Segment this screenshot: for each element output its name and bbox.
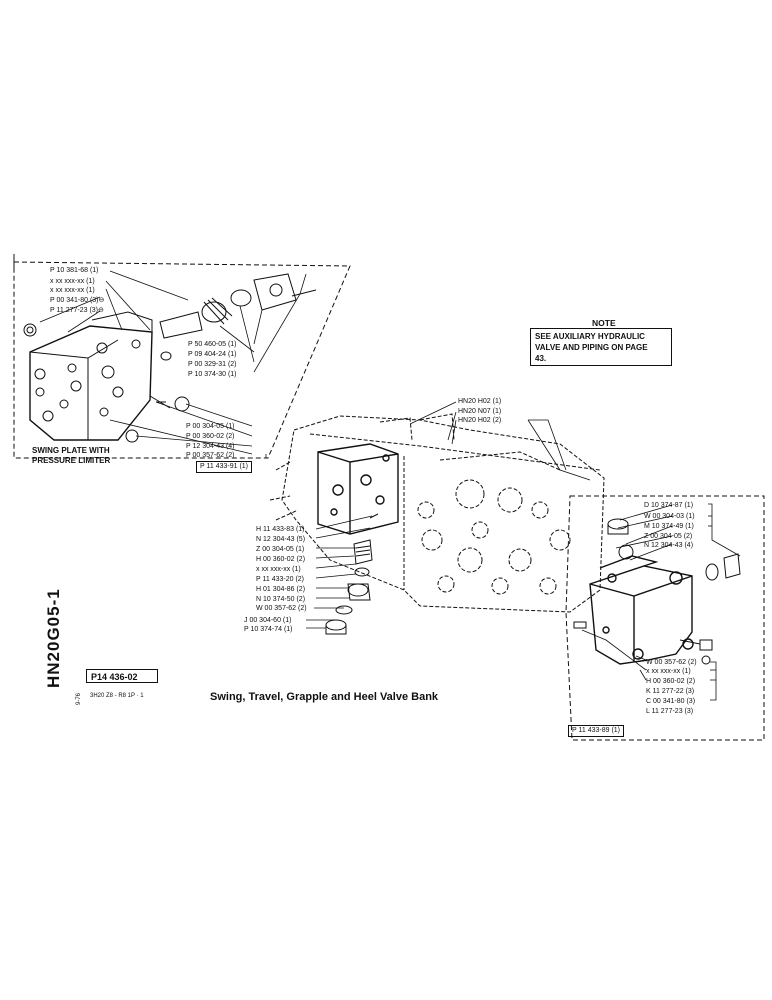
swing-plate-parts	[125, 273, 317, 443]
part-label: C 00 341-80 (3)	[646, 698, 696, 705]
part-label: Z 00 304-05 (2)	[644, 533, 693, 540]
swing-plate-block	[23, 311, 153, 441]
part-label: x xx xxx-xx (1)	[256, 566, 301, 573]
part-label: W 00 357-62 (2)	[256, 605, 307, 612]
part-label: D 10 374-87 (1)	[644, 502, 694, 509]
part-label: J 00 304-60 (1)	[244, 617, 292, 624]
part-label: P 00 357-62 (2)	[186, 452, 235, 459]
note-line: VALVE AND PIPING ON PAGE	[535, 343, 648, 352]
heel-valve-block	[589, 555, 694, 665]
right-group-frame	[565, 495, 765, 741]
part-label: x xx xxx-xx (1)	[50, 278, 95, 285]
note-line: 43.	[535, 354, 547, 363]
right-leaders	[581, 503, 741, 701]
swing-plate-caption: SWING PLATE WITH PRESSURE LIMITER	[32, 446, 110, 466]
part-label: Z 00 304-05 (1)	[256, 546, 305, 553]
left-assembly-code: P 11 433-91 (1)	[196, 461, 252, 473]
sub-reference: 3H20 Z8 - R8 1P · 1	[90, 693, 144, 699]
left-leaders	[39, 270, 307, 458]
part-label: H 11 433-83 (1)	[256, 526, 305, 533]
part-label: K 11 277-22 (3)	[646, 688, 695, 695]
part-label: P 00 329-31 (2)	[188, 361, 237, 368]
note-box: SEE AUXILIARY HYDRAULIC VALVE AND PIPING…	[530, 328, 672, 366]
part-label: P 10 374-74 (1)	[244, 626, 293, 633]
right-assembly-code: P 11 433-89 (1)	[568, 725, 624, 737]
page-code: HN20G05-1	[44, 588, 63, 688]
part-label: P 00 360-02 (2)	[186, 433, 235, 440]
part-label: L 11 277-23 (3)	[646, 708, 694, 715]
page-title: Swing, Travel, Grapple and Heel Valve Ba…	[210, 691, 439, 703]
part-label: P 50 460-05 (1)	[188, 341, 237, 348]
center-leaders	[306, 401, 591, 629]
part-label: P 09 404-24 (1)	[188, 351, 237, 358]
part-label: P 12 304-43 (4)	[186, 443, 235, 450]
valve-label: HN20 N07 (1)	[458, 408, 502, 415]
valve-bank-body	[269, 413, 605, 613]
heel-valve-parts	[573, 518, 741, 665]
part-label: N 10 374-50 (2)	[256, 596, 306, 603]
center-valve-block	[317, 443, 399, 535]
part-label: P 00 341-80 (3)⊖	[50, 297, 105, 304]
part-label: W 00 304-03 (1)	[644, 513, 695, 520]
part-label: M 10 374-49 (1)	[644, 523, 694, 530]
part-label: N 12 304-43 (5)	[256, 536, 306, 543]
part-label: x xx xxx-xx (1)	[646, 668, 691, 675]
part-label: P 11 277-23 (3)⊖	[50, 307, 104, 314]
part-label: P 10 381-68 (1)	[50, 267, 99, 274]
left-group-frame	[13, 261, 351, 459]
part-label: x xx xxx-xx (1)	[50, 287, 95, 294]
revision-date: 9-76	[76, 692, 82, 705]
center-parts	[325, 513, 379, 635]
valve-label: HN20 H02 (1)	[458, 398, 502, 405]
part-label: H 00 360-02 (2)	[256, 556, 306, 563]
valve-label: HN20 H02 (2)	[458, 417, 502, 424]
part-label: P 00 304-05 (1)	[186, 423, 235, 430]
part-label: P 10 374-30 (1)	[188, 371, 237, 378]
caption-line: SWING PLATE WITH	[32, 446, 110, 455]
part-label: W 00 357-62 (2)	[646, 659, 697, 666]
part-label: H 01 304-86 (2)	[256, 586, 306, 593]
part-label: N 12 304-43 (4)	[644, 542, 694, 549]
part-label: P 11 433-20 (2)	[256, 576, 304, 583]
part-label: H 00 360-02 (2)	[646, 678, 696, 685]
note-line: SEE AUXILIARY HYDRAULIC	[535, 332, 645, 341]
caption-line: PRESSURE LIMITER	[32, 456, 111, 465]
note-title: NOTE	[592, 318, 616, 328]
reference-number: P14 436-02	[86, 669, 158, 683]
